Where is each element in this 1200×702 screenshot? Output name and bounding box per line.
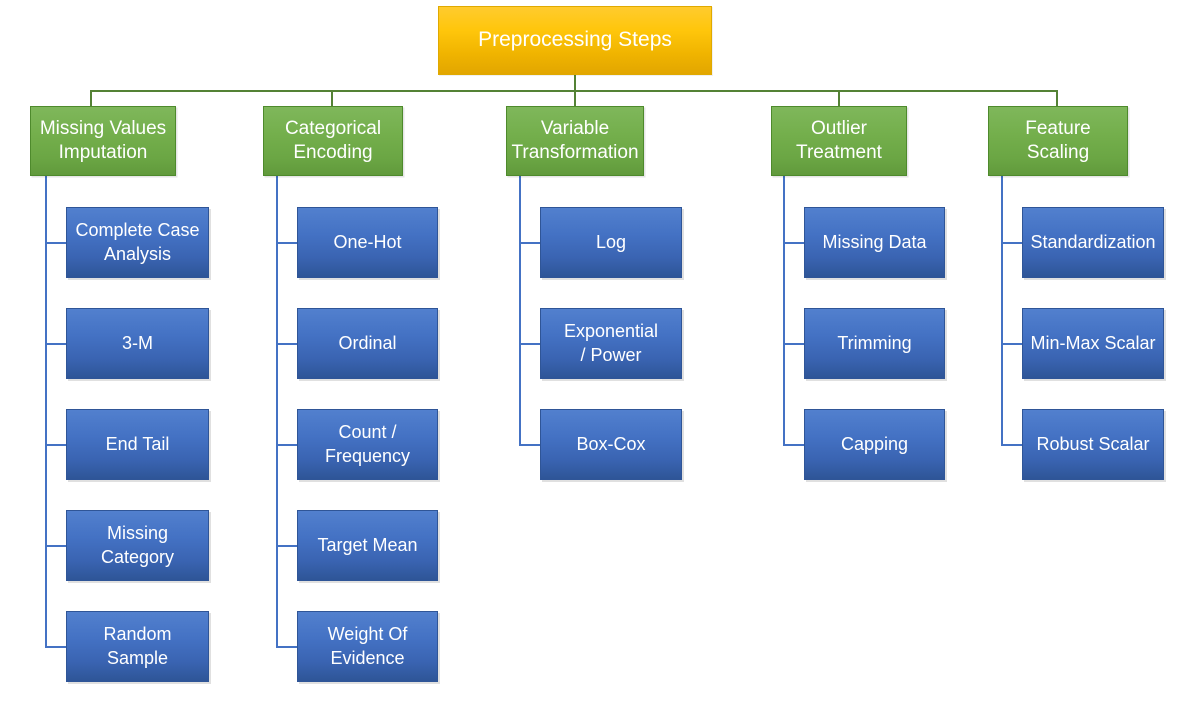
connector-category-0-child-3: [45, 545, 66, 547]
leaf-node-robust-scalar[interactable]: Robust Scalar: [1022, 409, 1164, 480]
connector-category-1-child-0: [276, 242, 297, 244]
leaf-node-missing-data[interactable]: Missing Data: [804, 207, 945, 278]
connector-category-0-child-1: [45, 343, 66, 345]
connector-root-to-category-4: [1056, 90, 1058, 106]
connector-root-to-category-3: [838, 90, 840, 106]
leaf-node-3-m[interactable]: 3-M: [66, 308, 209, 379]
connector-category-3-child-2: [783, 444, 804, 446]
connector-category-2-child-2: [519, 444, 540, 446]
connector-category-3-spine: [783, 176, 785, 445]
leaf-node-trimming[interactable]: Trimming: [804, 308, 945, 379]
connector-category-2-child-1: [519, 343, 540, 345]
connector-root-to-category-0: [90, 90, 92, 106]
connector-category-1-child-2: [276, 444, 297, 446]
leaf-node-capping[interactable]: Capping: [804, 409, 945, 480]
root-node-preprocessing-steps[interactable]: Preprocessing Steps: [438, 6, 712, 75]
connector-root-stem: [574, 75, 576, 91]
leaf-node-exponential-power[interactable]: Exponential / Power: [540, 308, 682, 379]
connector-category-1-spine: [276, 176, 278, 647]
connector-category-1-child-1: [276, 343, 297, 345]
category-node-outlier-treatment[interactable]: Outlier Treatment: [771, 106, 907, 176]
connector-category-2-child-0: [519, 242, 540, 244]
connector-root-to-category-1: [331, 90, 333, 106]
leaf-node-target-mean[interactable]: Target Mean: [297, 510, 438, 581]
leaf-node-log[interactable]: Log: [540, 207, 682, 278]
leaf-node-missing-category[interactable]: Missing Category: [66, 510, 209, 581]
leaf-node-ordinal[interactable]: Ordinal: [297, 308, 438, 379]
connector-category-4-child-1: [1001, 343, 1022, 345]
leaf-node-complete-case-analysis[interactable]: Complete Case Analysis: [66, 207, 209, 278]
category-node-feature-scaling[interactable]: Feature Scaling: [988, 106, 1128, 176]
connector-category-0-spine: [45, 176, 47, 647]
connector-root-to-category-2: [574, 90, 576, 106]
leaf-node-box-cox[interactable]: Box-Cox: [540, 409, 682, 480]
leaf-node-random-sample[interactable]: Random Sample: [66, 611, 209, 682]
leaf-node-end-tail[interactable]: End Tail: [66, 409, 209, 480]
leaf-node-standardization[interactable]: Standardization: [1022, 207, 1164, 278]
leaf-node-weight-of-evidence[interactable]: Weight Of Evidence: [297, 611, 438, 682]
connector-category-4-child-2: [1001, 444, 1022, 446]
connector-category-0-child-4: [45, 646, 66, 648]
category-node-variable-transformation[interactable]: Variable Transformation: [506, 106, 644, 176]
connector-category-1-child-3: [276, 545, 297, 547]
connector-category-0-child-2: [45, 444, 66, 446]
leaf-node-one-hot[interactable]: One-Hot: [297, 207, 438, 278]
connector-category-0-child-0: [45, 242, 66, 244]
leaf-node-count-frequency[interactable]: Count / Frequency: [297, 409, 438, 480]
connector-category-3-child-1: [783, 343, 804, 345]
category-node-missing-values-imputation[interactable]: Missing Values Imputation: [30, 106, 176, 176]
connector-category-1-child-4: [276, 646, 297, 648]
leaf-node-min-max-scalar[interactable]: Min-Max Scalar: [1022, 308, 1164, 379]
connector-category-3-child-0: [783, 242, 804, 244]
connector-category-4-child-0: [1001, 242, 1022, 244]
connector-category-4-spine: [1001, 176, 1003, 445]
connector-category-2-spine: [519, 176, 521, 445]
category-node-categorical-encoding[interactable]: Categorical Encoding: [263, 106, 403, 176]
